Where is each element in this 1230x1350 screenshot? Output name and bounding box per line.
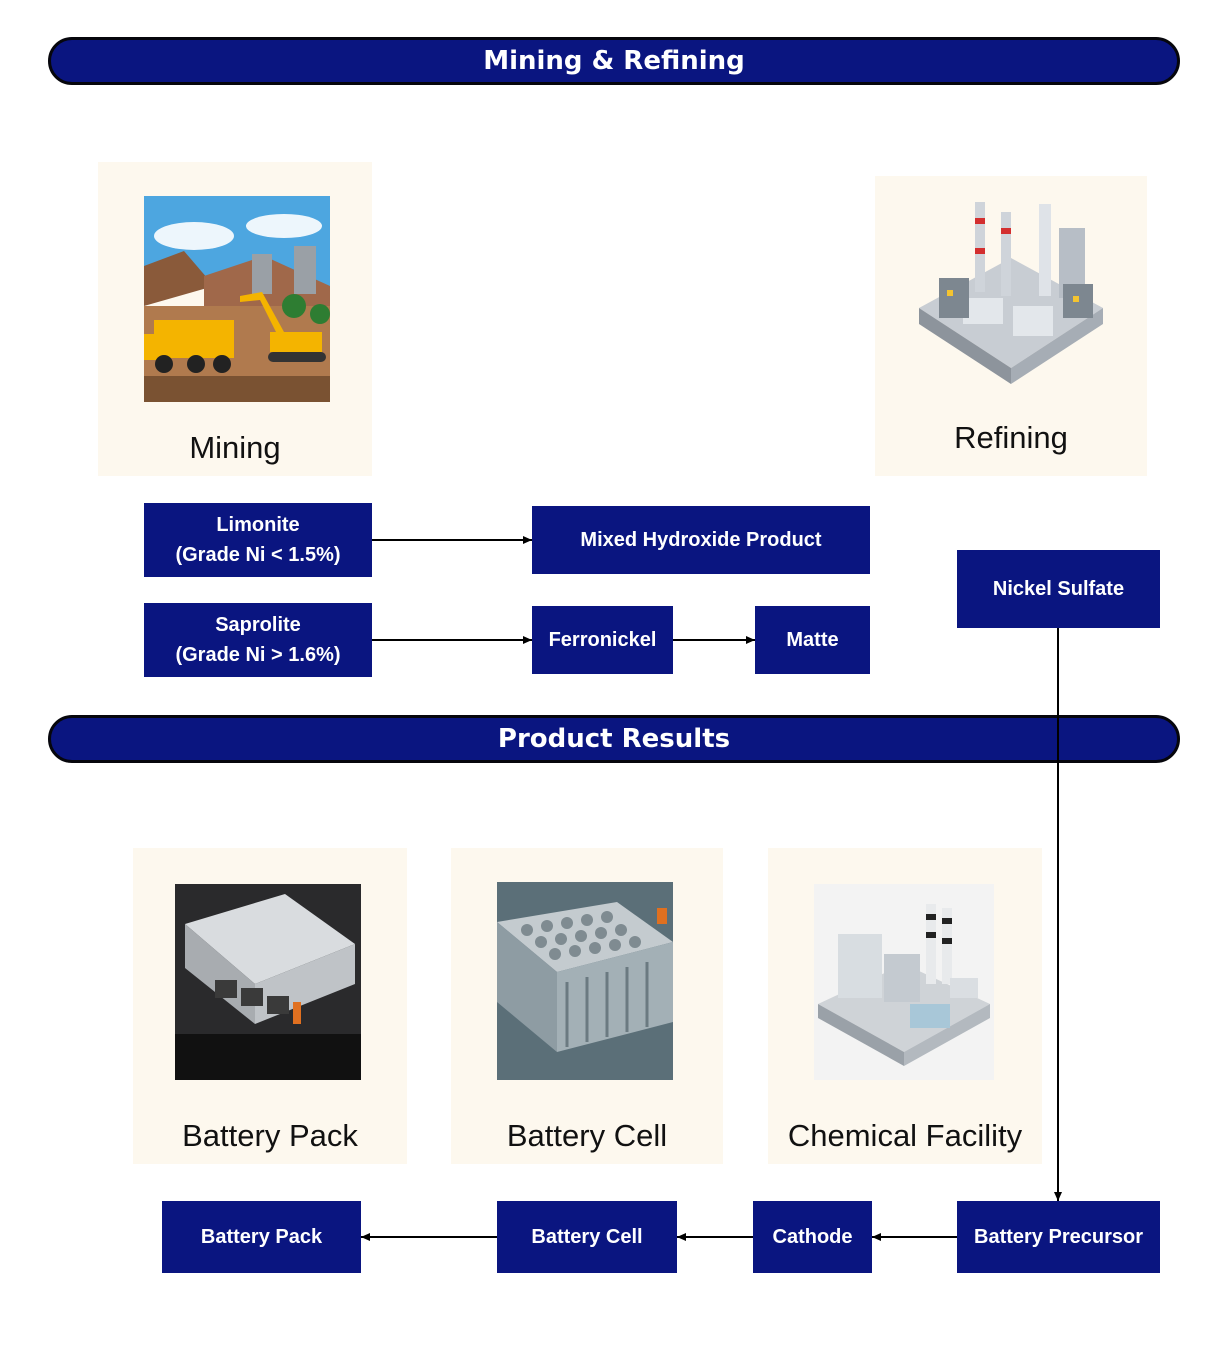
node-battery-cell: Battery Cell [497,1201,677,1273]
node-mixed-hydroxide-product: Mixed Hydroxide Product [532,506,870,574]
section-title: Mining & Refining [483,46,745,76]
node-limonite: Limonite (Grade Ni < 1.5%) [144,503,372,577]
node-grade: (Grade Ni < 1.5%) [175,544,341,566]
section-title: Product Results [497,724,731,754]
section-header-product-results: Product Results [48,715,1180,763]
battery-pack-card: Battery Pack [133,848,407,1164]
battery-cell-card: Battery Cell [451,848,723,1164]
node-matte: Matte [755,606,870,674]
node-battery-pack: Battery Pack [162,1201,361,1273]
node-title: Limonite [216,514,300,536]
node-saprolite: Saprolite (Grade Ni > 1.6%) [144,603,372,677]
refining-card: Refining [875,176,1147,476]
node-title: Saprolite [215,614,301,636]
card-label: Battery Pack [182,1118,358,1153]
chemical-plant-icon [814,884,994,1080]
mining-site-icon [144,196,330,402]
card-label: Chemical Facility [787,1118,1023,1153]
refinery-icon [919,202,1103,384]
card-label: Mining [189,430,281,465]
card-label: Battery Cell [506,1118,668,1153]
card-label: Refining [954,420,1068,455]
battery-cell-icon [497,882,673,1080]
section-header-mining-refining: Mining & Refining [48,37,1180,85]
node-nickel-sulfate: Nickel Sulfate [957,550,1160,628]
mining-card: Mining [98,162,372,476]
node-ferronickel: Ferronickel [532,606,673,674]
node-cathode: Cathode [753,1201,872,1273]
node-grade: (Grade Ni > 1.6%) [175,644,341,666]
battery-pack-icon [175,884,361,1080]
chemical-facility-card: Chemical Facility [768,848,1042,1164]
node-battery-precursor: Battery Precursor [957,1201,1160,1273]
